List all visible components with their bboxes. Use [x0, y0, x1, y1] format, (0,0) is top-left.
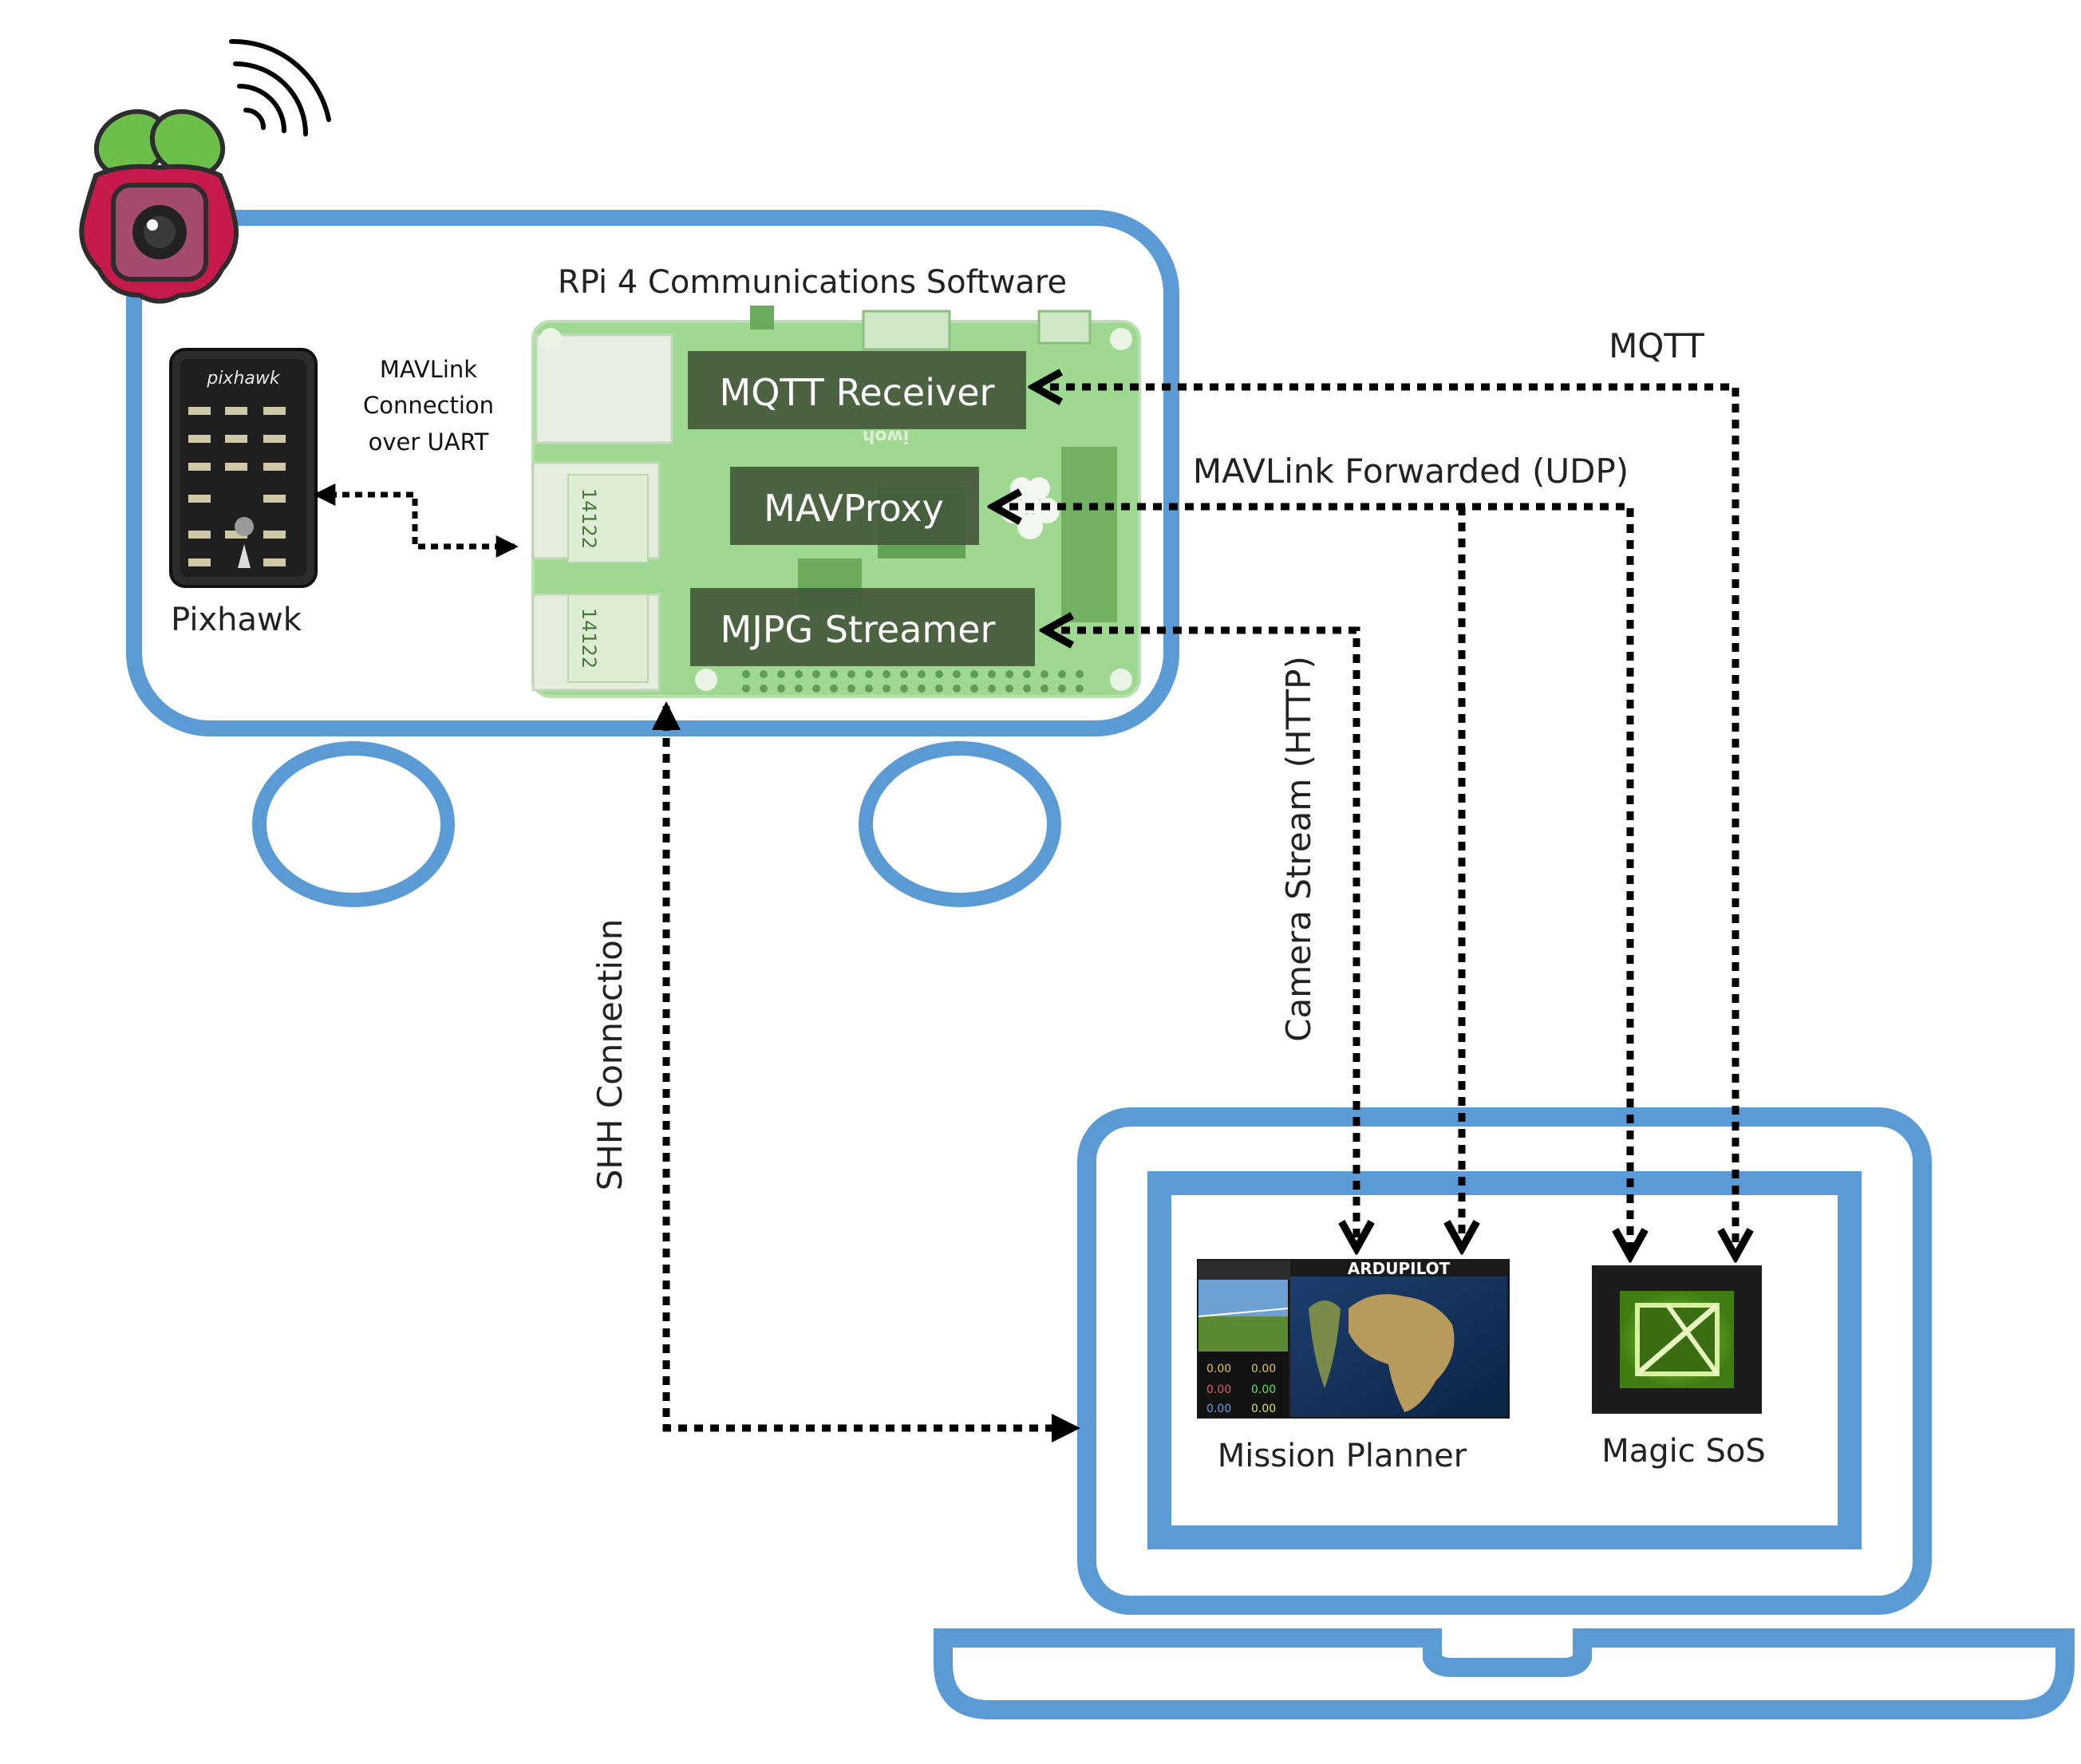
mavproxy-module: MAVProxy	[730, 467, 979, 545]
gpio-pin	[1076, 670, 1084, 678]
pixhawk-logo-text: pixhawk	[206, 369, 281, 389]
gpio-pin	[1058, 685, 1066, 693]
gpio-pin	[1076, 685, 1084, 693]
pixhawk-controller: pixhawk	[169, 348, 318, 588]
gpio-pin	[935, 670, 943, 678]
mission-planner-icon: 0.00 0.00 0.00 0.00 0.00 0.00 ARDUPILOT	[1197, 1259, 1510, 1419]
gpio-pin	[988, 685, 996, 693]
gpio-pin	[847, 670, 855, 678]
uart-label-line-1: MAVLink	[380, 356, 477, 383]
gpio-pin	[883, 670, 890, 678]
mission-planner-caption: Mission Planner	[1218, 1438, 1467, 1474]
uart-label-line-2: Connection	[363, 392, 494, 419]
gpio-pin	[953, 685, 961, 693]
magic-sos-icon	[1592, 1265, 1762, 1414]
gpio-pin	[883, 685, 890, 693]
mavlink-udp-link-label: MAVLink Forwarded (UDP)	[1193, 452, 1629, 491]
gpio-pin	[777, 670, 785, 678]
magic-sos-caption: Magic SoS	[1601, 1433, 1766, 1470]
gpio-pin	[760, 670, 768, 678]
gpio-pin	[777, 685, 785, 693]
uart-arrow	[313, 483, 519, 558]
pixhawk-caption: Pixhawk	[171, 602, 302, 638]
gpio-pin	[918, 685, 926, 693]
mqtt-link-label: MQTT	[1609, 326, 1704, 365]
uart-connection-label: MAVLink Connection over UART	[363, 356, 494, 456]
gpio-pin	[865, 670, 873, 678]
mp-readout-3: 0.00	[1206, 1383, 1231, 1396]
usb-chip-label-top: 14122	[578, 488, 600, 549]
usb-chip-label-bottom: 14122	[578, 608, 600, 669]
mavproxy-label: MAVProxy	[764, 487, 944, 530]
gpio-pin	[918, 670, 926, 678]
gpio-pin	[760, 685, 768, 693]
uart-label-line-3: over UART	[369, 428, 489, 456]
raspberry-camera-icon	[79, 109, 239, 304]
mqtt-receiver-module: MQTT Receiver	[688, 351, 1026, 429]
mp-readout-5: 0.00	[1206, 1403, 1231, 1415]
gpio-pin	[900, 670, 908, 678]
gpio-pin	[795, 685, 803, 693]
gpio-pin	[742, 685, 750, 693]
gpio-pin	[1040, 670, 1048, 678]
gpio-pin	[970, 670, 978, 678]
gpio-pin	[1023, 670, 1031, 678]
gpio-pin	[847, 685, 855, 693]
gpio-pin	[953, 670, 961, 678]
gpio-pin	[900, 685, 908, 693]
gpio-pin	[830, 670, 838, 678]
gpio-pin	[1058, 670, 1066, 678]
mp-readout-2: 0.00	[1251, 1363, 1276, 1375]
left-wheel	[252, 741, 455, 907]
gpio-pin	[865, 685, 873, 693]
gpio-pin	[988, 670, 996, 678]
gpio-pin	[795, 670, 803, 678]
ssh-link-label: SHH Connection	[590, 919, 630, 1191]
right-wheel	[859, 741, 1061, 907]
mjpg-streamer-label: MJPG Streamer	[721, 608, 996, 651]
rpi-title: RPi 4 Communications Software	[558, 264, 1067, 301]
camera-link-label: Camera Stream (HTTP)	[1279, 656, 1318, 1042]
ardupilot-logo: ARDUPILOT	[1348, 1259, 1451, 1278]
ssh-arrow	[652, 701, 1080, 1442]
gpio-pin	[1005, 685, 1013, 693]
mqtt-arrow	[1034, 387, 1735, 1257]
gpio-pin	[1005, 670, 1013, 678]
mp-readout-4: 0.00	[1251, 1383, 1276, 1396]
gpio-pin	[1023, 685, 1031, 693]
gpio-pin	[1040, 685, 1048, 693]
board-logo-text: iwoh	[863, 426, 910, 446]
gpio-pin	[812, 670, 820, 678]
gpio-pin	[935, 685, 943, 693]
mjpg-streamer-module: MJPG Streamer	[690, 588, 1035, 666]
mp-readout-6: 0.00	[1251, 1403, 1276, 1415]
mavlink-udp-arrow-magic-sos	[993, 507, 1630, 1257]
gpio-pin	[970, 685, 978, 693]
gpio-pin	[812, 685, 820, 693]
mp-readout-1: 0.00	[1206, 1363, 1231, 1375]
gpio-pin	[830, 685, 838, 693]
mqtt-receiver-label: MQTT Receiver	[720, 371, 995, 414]
camera-stream-arrow	[1045, 630, 1356, 1249]
wifi-signal-icon	[229, 38, 331, 136]
gpio-pin	[742, 670, 750, 678]
